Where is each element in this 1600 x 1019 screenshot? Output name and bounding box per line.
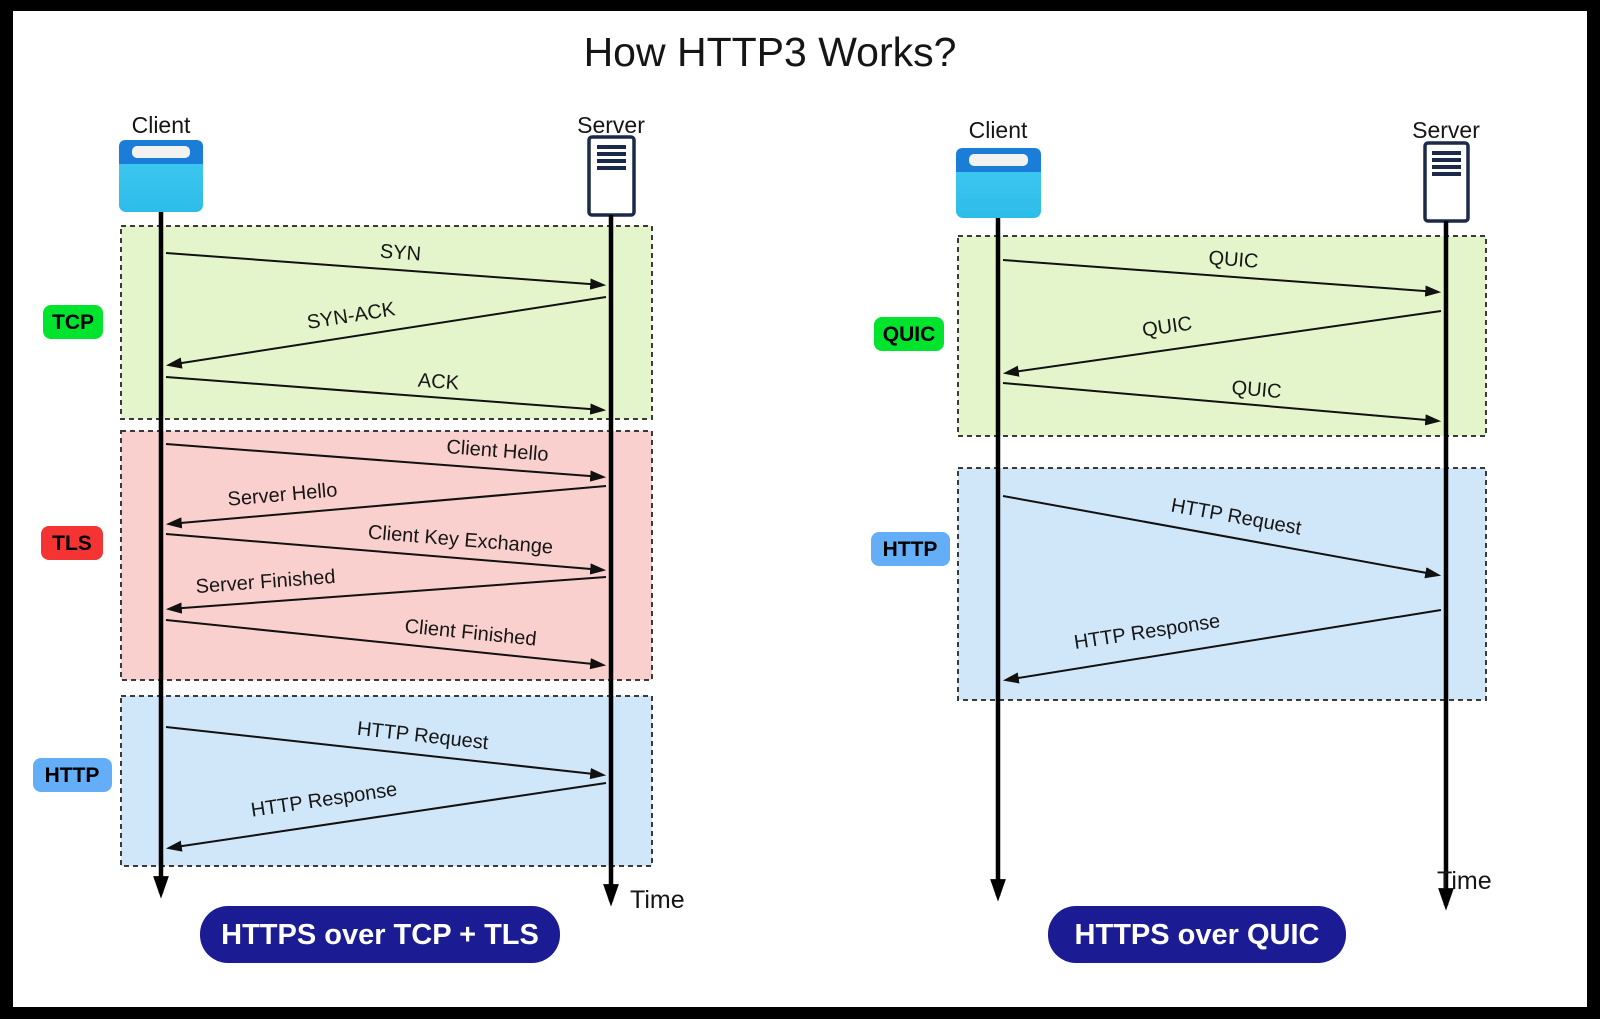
badge-quic-label: QUIC bbox=[883, 323, 936, 346]
right-diagram: Client Server QUIC HTTP QUIC QU bbox=[871, 117, 1492, 963]
time-label-left: Time bbox=[630, 886, 685, 914]
caption-pill-right bbox=[1048, 906, 1346, 963]
badge-tls-label: TLS bbox=[52, 532, 92, 555]
message-server-finished-line bbox=[165, 576, 607, 614]
message-ack-label: ACK bbox=[417, 370, 460, 395]
badge-tls bbox=[41, 526, 103, 560]
server-label: Server bbox=[1412, 117, 1480, 143]
message-quic2-line bbox=[1002, 310, 1442, 377]
phase-box-tcp bbox=[120, 225, 653, 420]
caption-pill-left bbox=[200, 906, 560, 963]
server-icon bbox=[587, 135, 636, 217]
message-http-request-line bbox=[1002, 495, 1442, 579]
badge-http-right-label: HTTP bbox=[883, 538, 938, 561]
message-server-hello-line bbox=[165, 485, 607, 529]
phase-box-http-right bbox=[957, 467, 1487, 701]
left-diagram: Client Server TCP TLS HTTP SYN bbox=[33, 112, 685, 963]
badge-quic bbox=[874, 317, 944, 351]
message-client-finished-line bbox=[165, 619, 607, 670]
message-client-hello-line bbox=[165, 443, 607, 482]
phase-box-http-left bbox=[120, 695, 653, 867]
client-browser-icon bbox=[956, 148, 1041, 218]
server-rack-lines bbox=[1432, 151, 1461, 176]
message-client-key-exchange-line bbox=[165, 533, 607, 575]
message-quic3-line bbox=[1002, 382, 1442, 426]
message-syn-label: SYN bbox=[379, 241, 422, 266]
caption-label-right: HTTPS over QUIC bbox=[1075, 919, 1320, 951]
badge-tcp bbox=[43, 305, 103, 339]
phase-box-tls bbox=[120, 430, 653, 681]
client-label: Client bbox=[969, 117, 1028, 143]
server-rack-lines bbox=[597, 145, 626, 170]
message-quic3-label: QUIC bbox=[1231, 377, 1283, 403]
message-quic1-line bbox=[1002, 259, 1442, 297]
message-quic1-label: QUIC bbox=[1208, 247, 1259, 273]
caption-label-left: HTTPS over TCP + TLS bbox=[221, 919, 539, 951]
message-http-request-line bbox=[165, 726, 607, 780]
badge-http-left-label: HTTP bbox=[45, 764, 100, 787]
badge-http-right bbox=[871, 532, 950, 566]
message-http-response-line bbox=[1002, 609, 1442, 684]
message-synack-line bbox=[165, 296, 607, 369]
message-syn-line bbox=[165, 252, 607, 290]
server-label: Server bbox=[577, 112, 645, 138]
page-title: How HTTP3 Works? bbox=[584, 29, 957, 75]
client-browser-icon bbox=[119, 140, 203, 212]
badge-tcp-label: TCP bbox=[52, 311, 94, 334]
message-ack-line bbox=[165, 376, 607, 415]
browser-addressbar bbox=[132, 146, 190, 158]
browser-addressbar bbox=[969, 154, 1028, 166]
message-http-response-line bbox=[165, 782, 607, 852]
time-label-right: Time bbox=[1437, 867, 1492, 895]
badge-http-left bbox=[33, 758, 112, 792]
server-icon bbox=[1423, 141, 1470, 223]
client-label: Client bbox=[132, 112, 191, 138]
